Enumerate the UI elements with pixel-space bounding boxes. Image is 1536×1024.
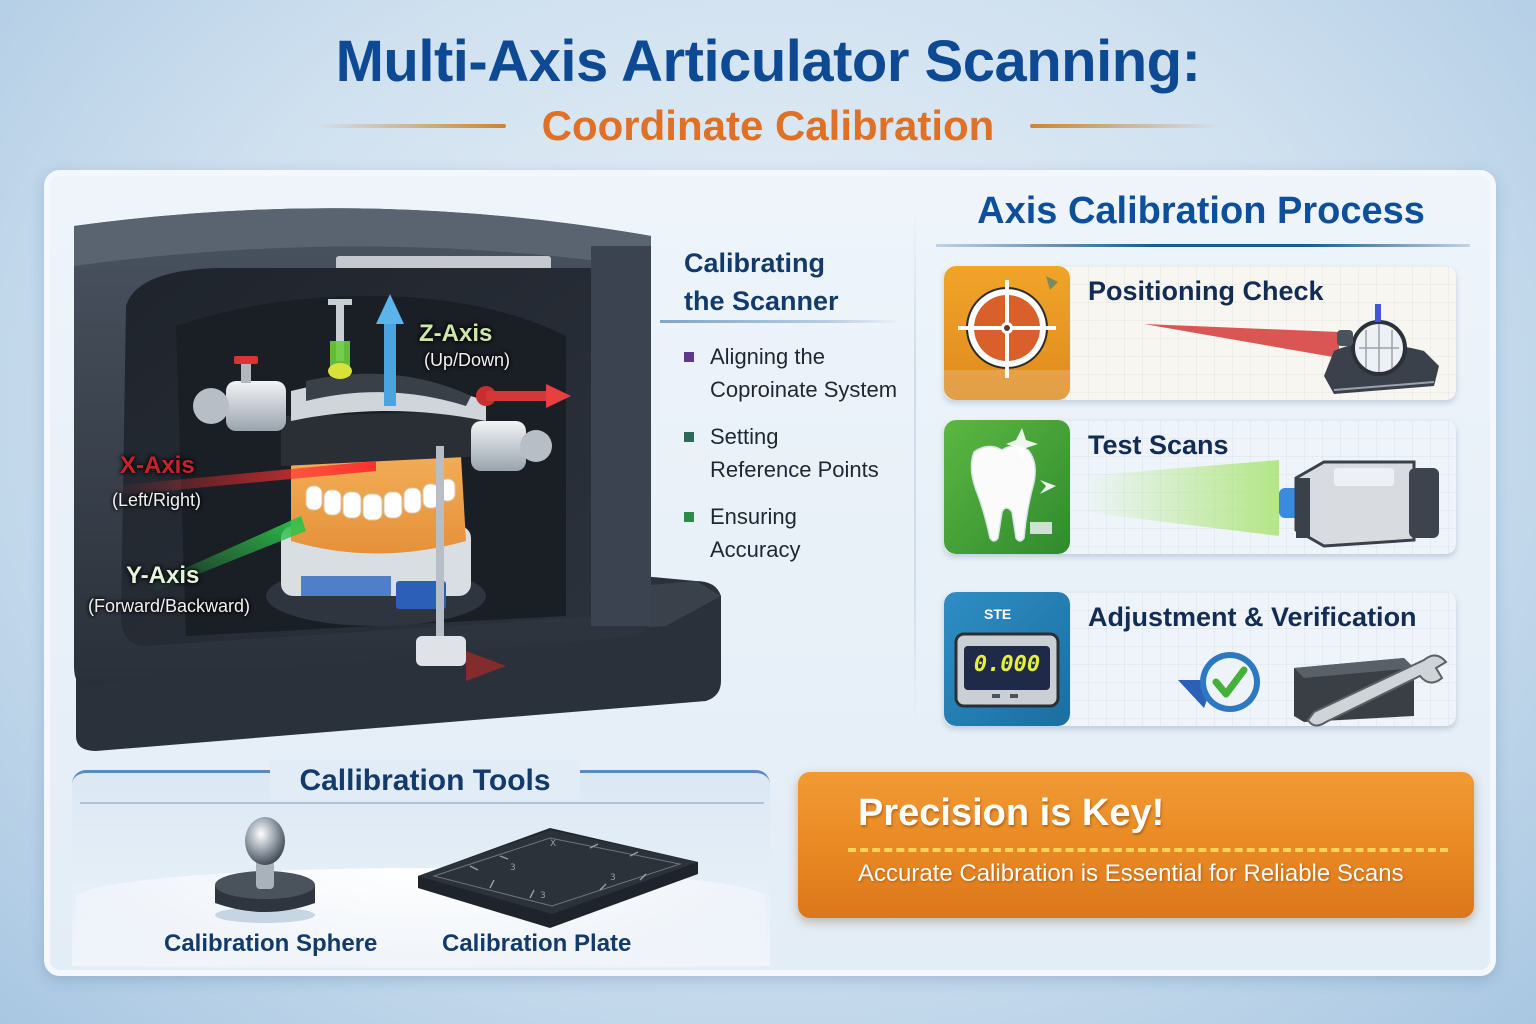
step-label: Positioning Check	[1088, 276, 1324, 306]
bullet-text-line2: Reference Points	[710, 457, 879, 482]
page-subtitle: Coordinate Calibration	[541, 102, 995, 149]
left-adjustment-knob	[193, 356, 286, 431]
digital-gauge-icon: STE 0.000	[944, 592, 1070, 726]
calibrating-heading-line1: Calibrating	[684, 248, 826, 278]
svg-text:3: 3	[610, 873, 616, 883]
tool-caption-plate: Calibration Plate	[442, 930, 632, 957]
gauge-readout: 0.000	[973, 652, 1041, 677]
bullet-item: Aligning the Coproinate System	[684, 340, 914, 406]
calibrating-heading: Calibrating the Scanner	[684, 244, 884, 320]
bullet-text-line1: Setting	[710, 424, 779, 449]
step-label: Test Scans	[1088, 430, 1229, 460]
section-divider	[914, 210, 916, 730]
bullet-square-icon	[684, 352, 694, 362]
calibrating-divider	[660, 320, 900, 323]
callout-subtitle: Accurate Calibration is Essential for Re…	[858, 860, 1404, 887]
calibrating-bullet-list: Aligning the Coproinate System Setting R…	[684, 340, 914, 580]
tooth-icon	[944, 420, 1070, 554]
process-title: Axis Calibration Process	[977, 190, 1425, 232]
bullet-text-line1: Aligning the	[710, 344, 825, 369]
calibration-sphere-icon	[210, 815, 320, 925]
bullet-text-line2: Accuracy	[710, 537, 801, 562]
z-axis-direction: (Up/Down)	[424, 350, 511, 370]
subtitle-row: Coordinate Calibration	[0, 98, 1536, 154]
subtitle-divider-left	[315, 124, 506, 128]
laser-sensor-icon	[1134, 296, 1444, 396]
z-axis-label: Z-Axis	[419, 320, 493, 347]
precision-callout: Precision is Key! Accurate Calibration i…	[798, 772, 1474, 918]
step-label: Adjustment & Verification	[1088, 602, 1417, 632]
svg-text:3: 3	[510, 863, 516, 873]
svg-text:X: X	[550, 839, 556, 849]
x-axis-direction: (Left/Right)	[112, 490, 202, 510]
step-positioning-check: Positioning Check	[944, 266, 1456, 400]
callout-title: Precision is Key!	[858, 792, 1165, 834]
tools-title: Callibration Tools	[299, 764, 551, 797]
right-adjustment-knob	[471, 421, 552, 471]
bullet-item: Setting Reference Points	[684, 420, 914, 486]
tool-caption-sphere: Calibration Sphere	[164, 930, 378, 957]
process-divider	[936, 244, 1470, 247]
gauge-label: STE	[984, 606, 1012, 622]
bullet-item: Ensuring Accuracy	[684, 500, 914, 566]
bullet-square-icon	[684, 512, 694, 522]
bullet-text-line2: Coproinate System	[710, 377, 898, 402]
subtitle-divider-right	[1030, 124, 1221, 128]
bullet-text-line1: Ensuring	[710, 504, 797, 529]
tools-divider	[80, 802, 764, 804]
verification-check-icon	[1174, 638, 1454, 728]
bullet-square-icon	[684, 432, 694, 442]
calibrating-heading-line2: the Scanner	[684, 286, 839, 316]
y-axis-label: Y-Axis	[126, 562, 200, 589]
scanner-camera-icon	[1084, 450, 1454, 550]
calibration-plate-icon: 3 X 3 3	[410, 828, 706, 928]
crosshair-target-icon	[944, 266, 1070, 400]
page-title: Multi-Axis Articulator Scanning:	[335, 29, 1201, 94]
svg-text:3: 3	[540, 891, 546, 901]
callout-dashed-divider	[848, 848, 1448, 852]
articulator-scanner-illustration: Z-Axis (Up/Down) X-Axis (Left/Right) Y-A…	[66, 196, 726, 756]
x-axis-label: X-Axis	[120, 452, 195, 479]
step-test-scans: Test Scans	[944, 420, 1456, 554]
scanner-icon	[74, 208, 721, 751]
y-axis-direction: (Forward/Backward)	[88, 596, 251, 616]
step-adjustment-verification: STE 0.000 Adjustment & Verification	[944, 592, 1456, 728]
